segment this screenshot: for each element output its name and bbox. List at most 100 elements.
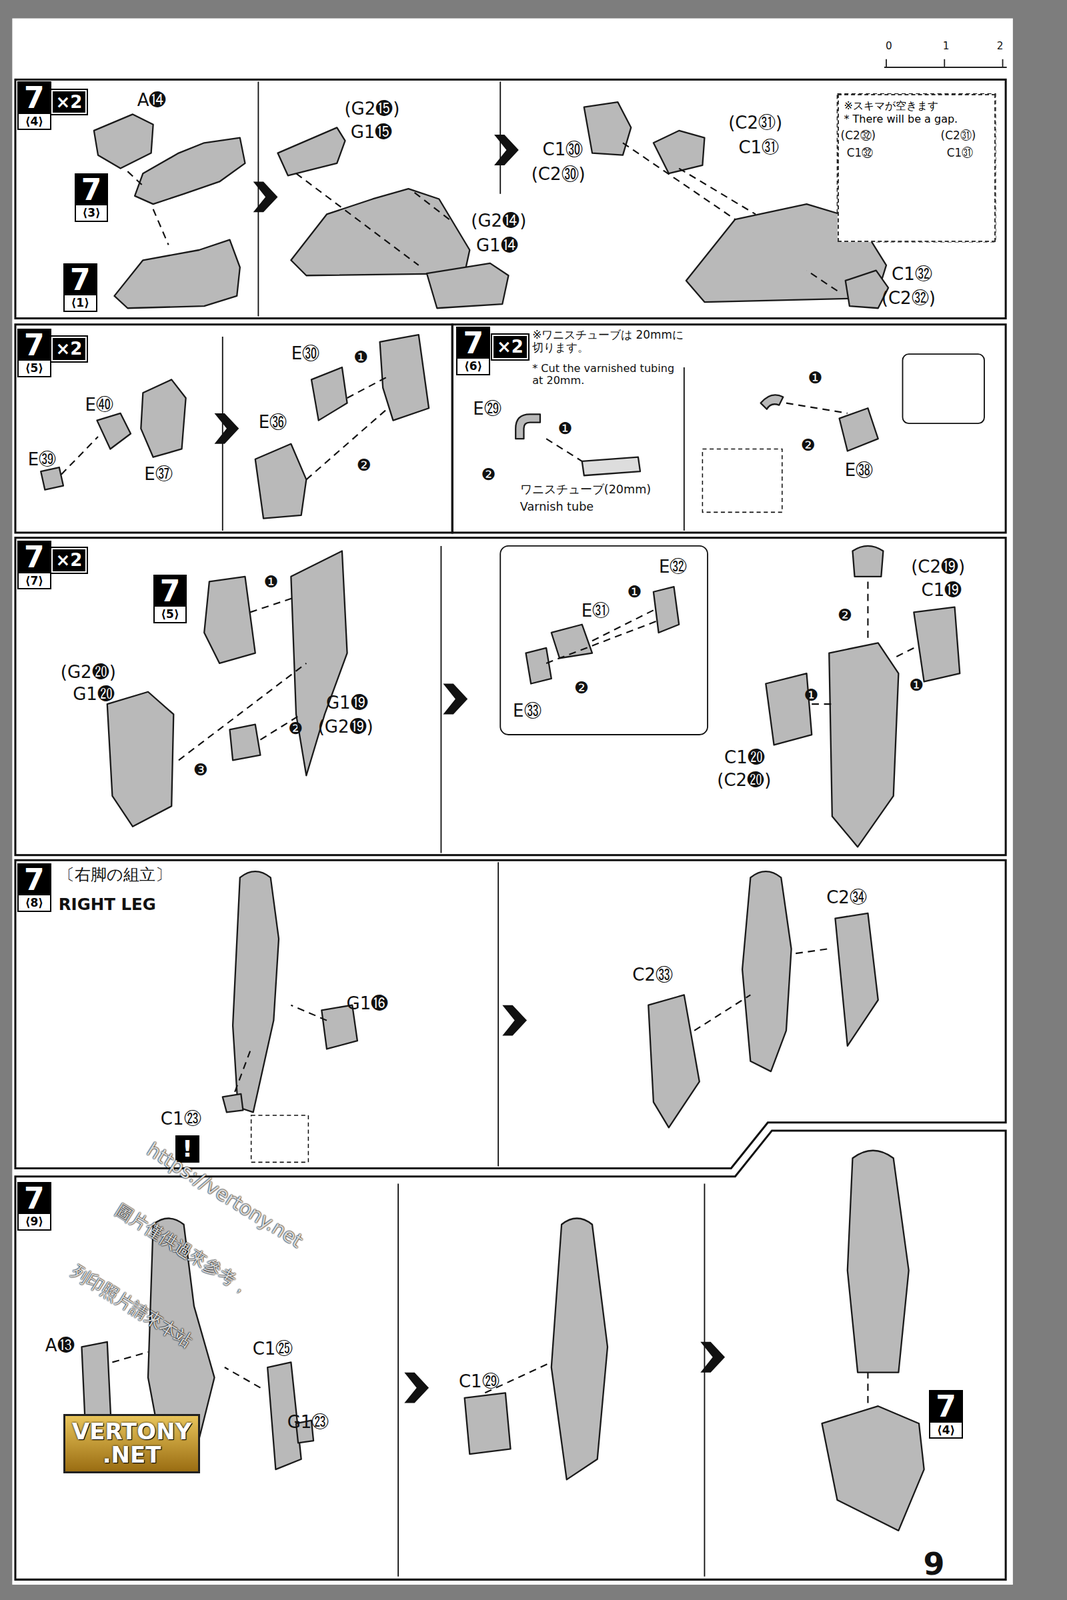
drawing-part xyxy=(515,414,541,439)
quantity-badge: ×2 xyxy=(492,334,529,360)
drawing-part xyxy=(251,1115,309,1163)
drawing-part xyxy=(653,586,679,633)
part-label: E㊲ xyxy=(142,464,174,485)
badge-text: 7 xyxy=(18,864,51,896)
badge-text: 7 xyxy=(18,330,51,361)
drawing-part xyxy=(678,168,756,215)
part-label: (C2㉜) xyxy=(880,288,937,309)
page-ground xyxy=(12,18,1013,1586)
part-label: ※ワニスチューブは 20mmに切ります。 xyxy=(530,328,687,355)
drawing-part xyxy=(464,1393,511,1455)
part-label: (C2㉛) xyxy=(939,129,978,143)
badge-text: 7 xyxy=(930,1391,962,1423)
drawing-part xyxy=(15,860,1006,1169)
drawing-part xyxy=(255,444,307,519)
part-label: E㊵ xyxy=(84,395,115,416)
step-number: ❶ xyxy=(556,419,574,439)
badge-text: ※スキマが空きます xyxy=(844,99,989,113)
part-label: 1 xyxy=(941,40,951,53)
badge-text: 7 xyxy=(18,1183,51,1215)
drawing-part xyxy=(204,576,256,664)
drawing-part xyxy=(306,408,388,480)
part-label: 9 xyxy=(922,1547,947,1583)
drawing-part xyxy=(222,1094,244,1114)
drawing-part xyxy=(15,1131,1006,1580)
step-number: ❷ xyxy=(286,719,305,739)
step-badge: 7⟨7⟩ xyxy=(17,540,52,590)
drawing-part xyxy=(311,367,348,421)
step-number: ❶ xyxy=(626,582,644,602)
part-label: C1㉙ xyxy=(457,1372,501,1393)
quantity-badge: ×2 xyxy=(51,90,88,115)
drawing-part xyxy=(500,546,708,735)
step-number: ❸ xyxy=(192,760,210,780)
drawing-part xyxy=(114,240,240,309)
drawing-part xyxy=(546,620,659,664)
drawing-part xyxy=(380,334,429,421)
drawing-part xyxy=(127,171,143,186)
drawing-part xyxy=(786,403,848,414)
drawing-part xyxy=(834,913,878,1047)
drawing-part xyxy=(852,546,883,577)
badge-text: ⟨8⟩ xyxy=(23,895,46,911)
badge-text: ⟨3⟩ xyxy=(80,205,103,221)
drawing-part xyxy=(582,457,641,477)
quantity-badge: ×2 xyxy=(51,336,88,362)
drawing-part xyxy=(134,138,245,205)
step-number: ❷ xyxy=(799,436,817,455)
drawing-part xyxy=(653,130,705,174)
drawing-part xyxy=(546,438,583,462)
drawing-part xyxy=(497,862,499,1167)
step-badge: 7⟨4⟩ xyxy=(928,1390,963,1440)
drawing-part xyxy=(806,270,838,292)
drawing-part xyxy=(404,1373,429,1404)
drawing-part xyxy=(702,448,782,513)
watermark-logo: VERTONY.NET xyxy=(63,1414,201,1474)
part-label: RIGHT LEG xyxy=(57,895,158,915)
badge-text: ⟨1⟩ xyxy=(69,295,92,311)
badge-text: ⟨5⟩ xyxy=(158,606,181,622)
step-badge: 7⟨9⟩ xyxy=(17,1182,52,1232)
drawing-part xyxy=(15,79,1006,319)
part-label: * Cut the varnished tubing at 20mm. xyxy=(530,362,687,388)
badge-text: 7 xyxy=(154,576,187,607)
badge-text: 7 xyxy=(18,542,51,573)
leader-arrows xyxy=(61,142,914,1404)
drawing-part xyxy=(153,209,169,246)
part-label: Varnish tube xyxy=(518,500,595,514)
part-label: G1㉓ xyxy=(286,1413,331,1434)
badge-text: 7 xyxy=(18,82,51,114)
part-label: (G2⓴) xyxy=(59,662,118,683)
drawing-part xyxy=(828,642,899,847)
drawing-part xyxy=(397,1184,399,1578)
ruler xyxy=(884,59,1007,68)
drawing-part xyxy=(1002,59,1004,68)
drawing-part xyxy=(15,538,1006,856)
badge-text: ×2 xyxy=(56,550,83,571)
drawing-part xyxy=(224,1367,261,1389)
badge-text: 7 xyxy=(64,264,97,296)
drawing-part xyxy=(15,324,453,533)
drawing-part xyxy=(250,596,297,613)
drawing-part xyxy=(96,413,131,450)
part-label: A⓮ xyxy=(136,90,169,111)
drawing-part xyxy=(704,1184,706,1578)
badge-text: ×2 xyxy=(496,336,524,357)
note-box: ※スキマが空きます* There will be a gap. xyxy=(837,94,996,243)
part-label: E㉚ xyxy=(290,344,321,365)
badge-text: 7 xyxy=(76,174,108,206)
drawing-part xyxy=(913,607,960,683)
drawing-part xyxy=(440,546,443,854)
part-label: C2㉝ xyxy=(630,965,675,986)
badge-text: 7 xyxy=(457,328,489,359)
drawing-part xyxy=(94,114,154,169)
drawing-part xyxy=(866,581,869,643)
step-badge: 7⟨8⟩ xyxy=(17,863,52,913)
drawing-part xyxy=(347,377,387,399)
drawing-part xyxy=(234,1051,251,1093)
drawing-part xyxy=(839,408,879,451)
part-label: C1⓳ xyxy=(920,580,964,601)
step-arrows xyxy=(214,134,726,1404)
step-number: ❷ xyxy=(572,678,591,698)
badge-text: ⟨4⟩ xyxy=(23,114,46,129)
